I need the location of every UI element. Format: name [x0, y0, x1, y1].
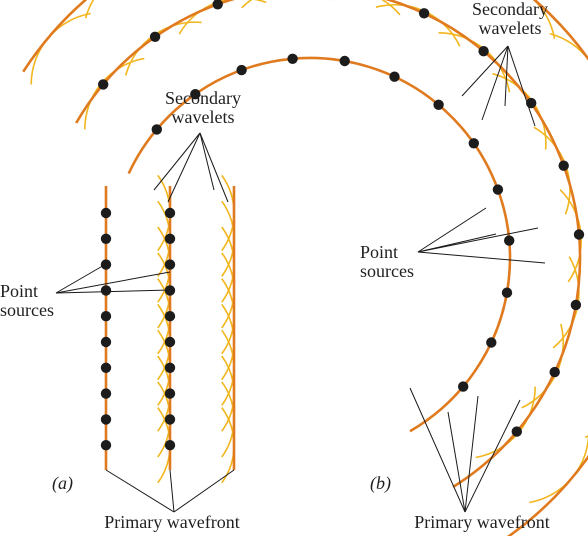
panel-a-tag: (a): [52, 473, 73, 493]
panel-b-secondary-wavelets-label: Secondary wavelets: [455, 0, 565, 38]
panel-a-point-source: [164, 285, 176, 296]
leader-line: [507, 45, 536, 127]
panel-a-point-source: [100, 233, 112, 244]
panel-a-point-source: [100, 388, 112, 399]
panel-b-point-source: [212, 0, 223, 10]
leader-lines: [55, 45, 546, 513]
panel-b-point-line1: Point: [360, 242, 399, 262]
panel-a-primary-wavefront-label: Primary wavefront: [104, 512, 240, 532]
panel-a-point-source: [100, 285, 112, 296]
panel-a-point-source: [164, 259, 176, 270]
panel-b-point-source: [570, 299, 582, 311]
panel-a-point-source: [164, 233, 176, 244]
panel-a-point-source: [164, 207, 176, 219]
leader-line: [105, 469, 175, 513]
leader-line: [504, 45, 509, 107]
panel-a-point-sources-label: Point sources: [0, 282, 54, 320]
leader-line: [409, 387, 466, 513]
panel-b-point-source: [478, 46, 489, 57]
panel-a-primary-wavefronts: [104, 186, 236, 470]
leader-line: [55, 289, 171, 294]
panel-a-point-source: [164, 311, 176, 322]
panel-a-point-source: [164, 440, 176, 451]
panel-b-wavelet: [84, 0, 95, 19]
panel-a-point-sources: [100, 207, 176, 451]
leader-line: [464, 395, 479, 513]
panel-b-wavelet: [84, 57, 145, 130]
leader-line: [464, 399, 521, 513]
panel-b-secondary-line1: Secondary: [472, 0, 548, 19]
panel-b-point-source: [573, 229, 585, 240]
panel-b-wavefront-arc: [22, 0, 588, 536]
leader-line: [481, 45, 509, 121]
panel-b-primary-wavefront-label: Primary wavefront: [414, 512, 550, 532]
panel-b-point-source: [458, 381, 469, 392]
panel-a-point-line2: sources: [0, 300, 54, 320]
panel-b-point-sources-label: Point sources: [360, 243, 414, 281]
panel-a-secondary-line2: wavelets: [171, 107, 235, 127]
panel-b-point-source: [511, 426, 522, 437]
leader-line: [447, 411, 466, 513]
panel-b-point-source: [526, 97, 537, 109]
panel-b-point-sources: [98, 0, 585, 437]
panel-a-point-source: [164, 388, 176, 399]
panel-a-point-source: [100, 336, 112, 348]
panel-a-point-source: [100, 311, 112, 322]
panel-b-wavelet: [549, 32, 588, 61]
panel-b-point-source: [549, 366, 560, 378]
panel-b-point-source: [339, 55, 350, 67]
panel-b-point-source: [504, 235, 515, 246]
panel-b-point-source: [287, 53, 298, 64]
leader-line: [417, 207, 487, 253]
panel-b-wavelet: [475, 386, 536, 459]
leader-line: [199, 132, 215, 191]
panel-b-point-source: [492, 184, 504, 195]
leader-line: [417, 227, 539, 253]
panel-b-wavelet: [381, 0, 401, 16]
panel-a-point-source: [164, 362, 176, 373]
panel-b-point-source: [149, 31, 161, 42]
panel-b-point-source: [190, 89, 201, 100]
leader-line: [199, 132, 229, 203]
panel-b-point-source: [558, 160, 569, 171]
panel-a-point-source: [164, 414, 176, 425]
leader-line: [55, 263, 107, 294]
panel-b-secondary-wavelets: [30, 0, 588, 504]
panel-b-secondary-line2: wavelets: [478, 18, 542, 38]
panel-b-point-source: [389, 71, 400, 82]
panel-b-point-source: [98, 79, 109, 90]
panel-a-secondary-wavelets-label: Secondary wavelets: [148, 89, 258, 127]
panel-a-point-source: [164, 336, 176, 348]
leader-line: [417, 251, 546, 264]
panel-b-point-source: [468, 138, 479, 149]
leader-line: [461, 45, 509, 97]
panel-a-secondary-line1: Secondary: [165, 88, 241, 108]
panel-b-wavefront-arc: [75, 0, 582, 489]
leader-line: [173, 469, 235, 513]
leader-line: [55, 271, 171, 294]
panel-b-point-source: [151, 124, 162, 135]
leader-line: [153, 132, 201, 191]
panel-b-wavelet: [532, 0, 556, 39]
panel-a-point-source: [100, 207, 112, 219]
panel-b-point-source: [433, 99, 444, 111]
panel-a-point-source: [100, 414, 112, 425]
leader-line: [169, 469, 175, 513]
panel-b-point-source: [486, 337, 497, 348]
panel-b-point-source: [501, 287, 513, 298]
panel-b-point-line2: sources: [360, 261, 414, 281]
panel-b-point-source: [418, 8, 430, 19]
panel-a-point-line1: Point: [0, 281, 39, 301]
panel-b-wavelet: [241, 0, 334, 9]
panel-a-point-source: [100, 440, 112, 451]
panel-a-point-source: [100, 362, 112, 373]
leader-line: [167, 132, 201, 203]
panel-a-point-source: [100, 259, 112, 270]
panel-b-tag: (b): [370, 473, 391, 493]
panel-b-point-source: [236, 64, 247, 76]
